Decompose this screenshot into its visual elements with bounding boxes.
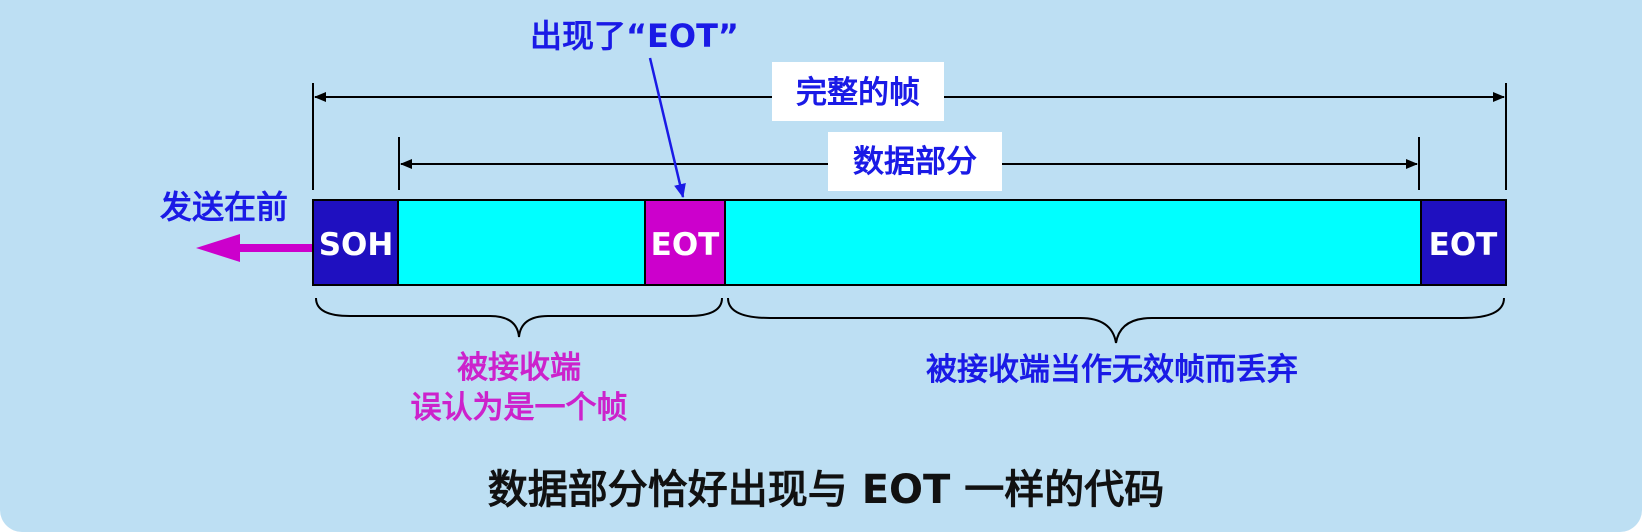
soh-block <box>312 199 399 286</box>
eot-end-block-label: EOT <box>1429 227 1498 263</box>
right-brace-label: 被接收端当作无效帧而丢弃 <box>926 352 1298 388</box>
right-brace <box>727 297 1505 344</box>
send-first-label: 发送在前 <box>160 188 288 226</box>
full-frame-label: 完整的帧 <box>796 75 920 111</box>
caption: 数据部分恰好出现与 EOT 一样的代码 <box>488 467 1164 513</box>
eot-annotation-arrow <box>648 57 686 198</box>
full-frame-label-box <box>772 62 944 121</box>
data-block-left <box>397 199 646 286</box>
data-part-label: 数据部分 <box>853 144 977 180</box>
eot-end-block <box>1420 199 1507 286</box>
left-brace-label-line1: 被接收端 <box>457 350 581 386</box>
soh-block-label: SOH <box>319 227 394 263</box>
send-first-arrow-head <box>196 234 240 262</box>
eot-middle-block <box>644 199 726 286</box>
eot-annotation: 出现了“EOT” <box>530 17 739 55</box>
data-part-label-box <box>828 132 1002 191</box>
data-block-right <box>724 199 1422 286</box>
left-brace <box>315 297 723 338</box>
left-brace-label-line2: 误认为是一个帧 <box>411 390 628 426</box>
eot-middle-block-label: EOT <box>651 227 720 263</box>
